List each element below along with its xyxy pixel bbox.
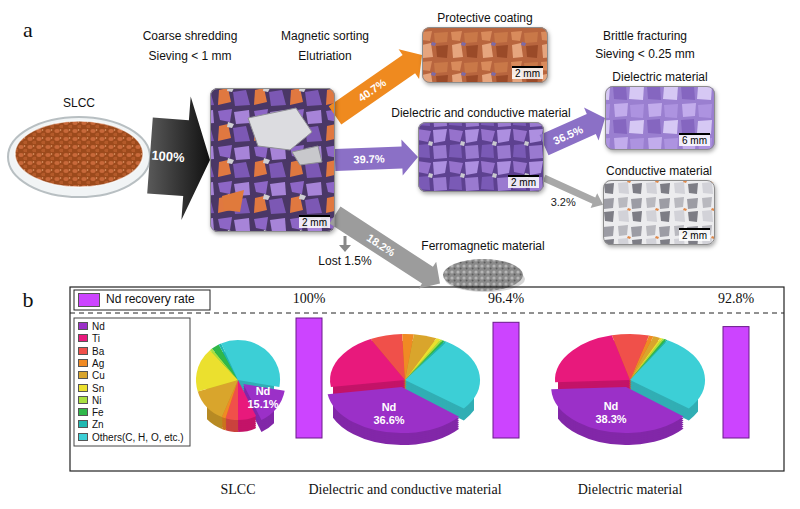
pie-caption: Dielectric material	[578, 482, 683, 498]
legend-swatch	[78, 359, 88, 367]
process-step: Brittle fracturing	[603, 30, 687, 44]
legend-label: Sn	[92, 382, 104, 393]
recovery-value: 96.4%	[488, 291, 524, 307]
legend-label: Ba	[92, 345, 104, 356]
sample-photo: Conductive material2 mm	[603, 180, 715, 245]
petri-dish	[8, 117, 150, 197]
sample-title: Protective coating	[437, 11, 532, 25]
legend-label: Nd recovery rate	[106, 293, 195, 306]
pie-chart	[570, 348, 686, 420]
legend-label: Cu	[92, 370, 105, 381]
legend-swatch	[78, 334, 88, 342]
pie-chart	[345, 348, 461, 420]
recovery-bar	[493, 322, 519, 438]
flow-percentage: 39.7%	[353, 152, 385, 165]
process-step: Sieving < 0.25 mm	[595, 48, 695, 62]
flow-percentage: 3.2%	[551, 196, 576, 208]
scale-bar-label: 2 mm	[508, 175, 539, 188]
legend-label: Nd	[92, 321, 105, 332]
process-step: Elutriation	[298, 50, 351, 64]
recovery-bar	[723, 327, 749, 438]
legend-label: Fe	[92, 407, 104, 418]
legend-label: Ni	[92, 394, 101, 405]
sample-title: SLCC	[63, 96, 95, 110]
process-step: Coarse shredding	[143, 30, 238, 44]
mixed-fragments-photo	[210, 88, 335, 232]
legend-frame	[74, 290, 210, 310]
pie-slice-label: Nd 38.3%	[591, 400, 631, 425]
flow-percentage: 36.5%	[551, 123, 584, 147]
dielectric-photo	[605, 86, 715, 150]
legend-swatch	[78, 293, 100, 307]
coating-photo	[422, 27, 548, 83]
legend-swatch	[78, 347, 88, 355]
legend-swatch	[78, 396, 88, 404]
legend-frame	[74, 318, 190, 446]
process-step: Sieving < 1 mm	[148, 50, 231, 64]
loss-label: Lost 1.5%	[318, 255, 371, 269]
recovery-value: 92.8%	[718, 291, 754, 307]
sample-photo: 2 mm	[210, 88, 335, 232]
flow-arrow	[147, 96, 210, 220]
sample-photo: Dielectric material6 mm	[605, 86, 715, 150]
dashed-reference-line	[70, 313, 784, 314]
pie-caption: SLCC	[220, 482, 255, 498]
legend-label: Others(C, H, O, etc.)	[92, 431, 184, 442]
recovery-bar	[296, 318, 322, 438]
pie-slice-label: Nd 36.6%	[369, 401, 409, 426]
loss-arrow	[339, 236, 351, 252]
recovery-value: 100%	[293, 291, 326, 307]
scale-bar-label: 2 mm	[299, 215, 330, 228]
sample-title: Conductive material	[606, 164, 712, 178]
conductive-photo	[603, 180, 715, 245]
flow-percentage: 100%	[151, 148, 185, 165]
pie-caption: Dielectric and conductive material	[308, 482, 501, 498]
process-step: Magnetic sorting	[281, 30, 369, 44]
legend-swatch	[78, 322, 88, 330]
scale-bar-label: 2 mm	[512, 66, 543, 79]
flow-arrow	[543, 175, 603, 208]
scale-bar-label: 6 mm	[679, 133, 710, 146]
legend-label: Ti	[92, 333, 100, 344]
panel-letter: b	[23, 287, 34, 312]
legend-swatch	[78, 371, 88, 379]
scale-bar-label: 2 mm	[679, 228, 710, 241]
legend-swatch	[78, 408, 88, 416]
sample-title: Ferromagnetic material	[421, 239, 544, 253]
legend-label: Ag	[92, 357, 104, 368]
sample-dish: SLCC	[8, 113, 150, 198]
legend-swatch	[78, 384, 88, 392]
sample-photo: Dielectric and conductive material2 mm	[418, 122, 544, 192]
panel-frame	[70, 287, 784, 471]
flow-percentage: 40.7%	[356, 76, 389, 104]
sample-title: Dielectric material	[612, 70, 707, 84]
sample-photo: Ferromagnetic material	[440, 256, 526, 294]
sample-title: Dielectric and conductive material	[391, 106, 570, 120]
panel-letter: a	[23, 17, 33, 42]
dielectric-conductive-photo	[418, 122, 544, 192]
legend-label: Zn	[92, 419, 104, 430]
pie-slice-label: Nd 15.1%	[243, 385, 283, 410]
sample-photo: Protective coating2 mm	[422, 27, 548, 83]
flow-arrow	[335, 140, 418, 176]
legend-swatch	[78, 420, 88, 428]
legend-swatch	[78, 433, 88, 441]
